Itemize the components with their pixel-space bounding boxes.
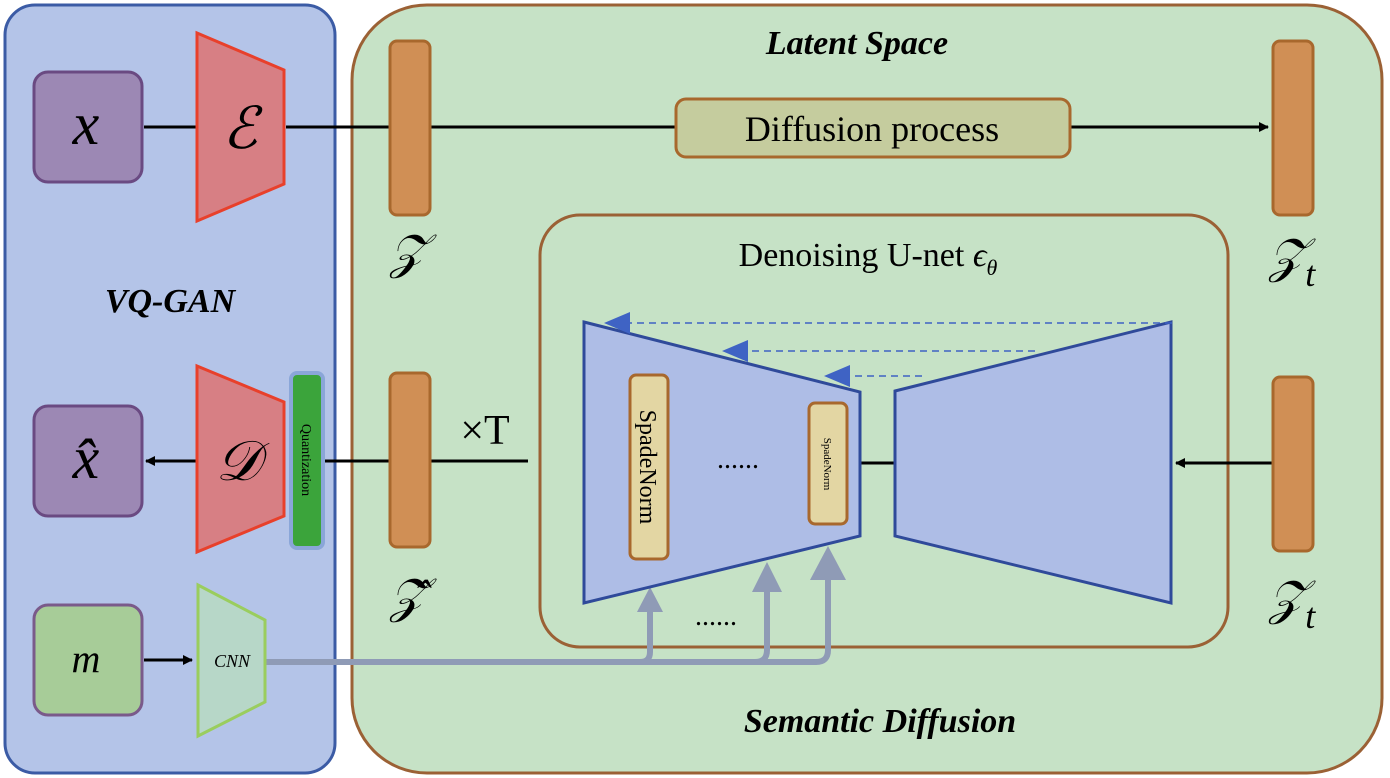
zt-bottom-bar (1271, 375, 1315, 553)
x-input-box (32, 70, 144, 184)
unet-ellipsis-bottom: ...... (695, 601, 737, 632)
condition-arrowhead-2 (752, 562, 782, 592)
condition-arrowhead-3 (810, 546, 846, 580)
skip-arrowhead-3 (824, 365, 850, 387)
quantization-label: Quantization (298, 424, 313, 496)
x-hat-box (32, 404, 144, 518)
cnn-label: CNN (214, 651, 251, 671)
spadenorm-small-label: SpadeNorm (821, 438, 833, 491)
mask-label: m (72, 636, 101, 681)
z-bar (388, 39, 432, 217)
skip-arrowhead-2 (722, 340, 748, 362)
unet-decoder-half (893, 320, 1173, 605)
decoder-trapezoid-shape (195, 363, 286, 555)
latent-space-title: Latent Space (765, 25, 948, 62)
x-hat-label: x̂ (72, 425, 100, 491)
quantization-bar (289, 371, 325, 550)
encoder-trapezoid (195, 30, 286, 224)
condition-arrowhead-1 (637, 587, 663, 612)
cnn-trapezoid (196, 582, 267, 739)
skip-arrowhead-1 (604, 312, 630, 334)
encoder-label: ℰ (222, 96, 263, 161)
times-t-label: ×T (460, 408, 509, 454)
semantic-diffusion-title: Semantic Diffusion (744, 703, 1016, 740)
zt-top-bar (1271, 39, 1315, 217)
spadenorm-large-label: SpadeNorm (634, 410, 660, 525)
unet-ellipsis-inner: ...... (717, 444, 759, 475)
vqgan-title: VQ-GAN (105, 283, 237, 320)
diffusion-process-label: Diffusion process (745, 109, 999, 149)
diffusion-process-box (674, 97, 1072, 159)
spadenorm-small-block (807, 401, 849, 526)
mask-box (32, 603, 144, 717)
z-hat-bar (388, 371, 432, 549)
condition-line-3 (755, 578, 831, 665)
x-input-label: x (72, 91, 100, 157)
unet-title: Denoising U-net ϵθ (739, 237, 998, 280)
spadenorm-large-block (628, 373, 670, 561)
